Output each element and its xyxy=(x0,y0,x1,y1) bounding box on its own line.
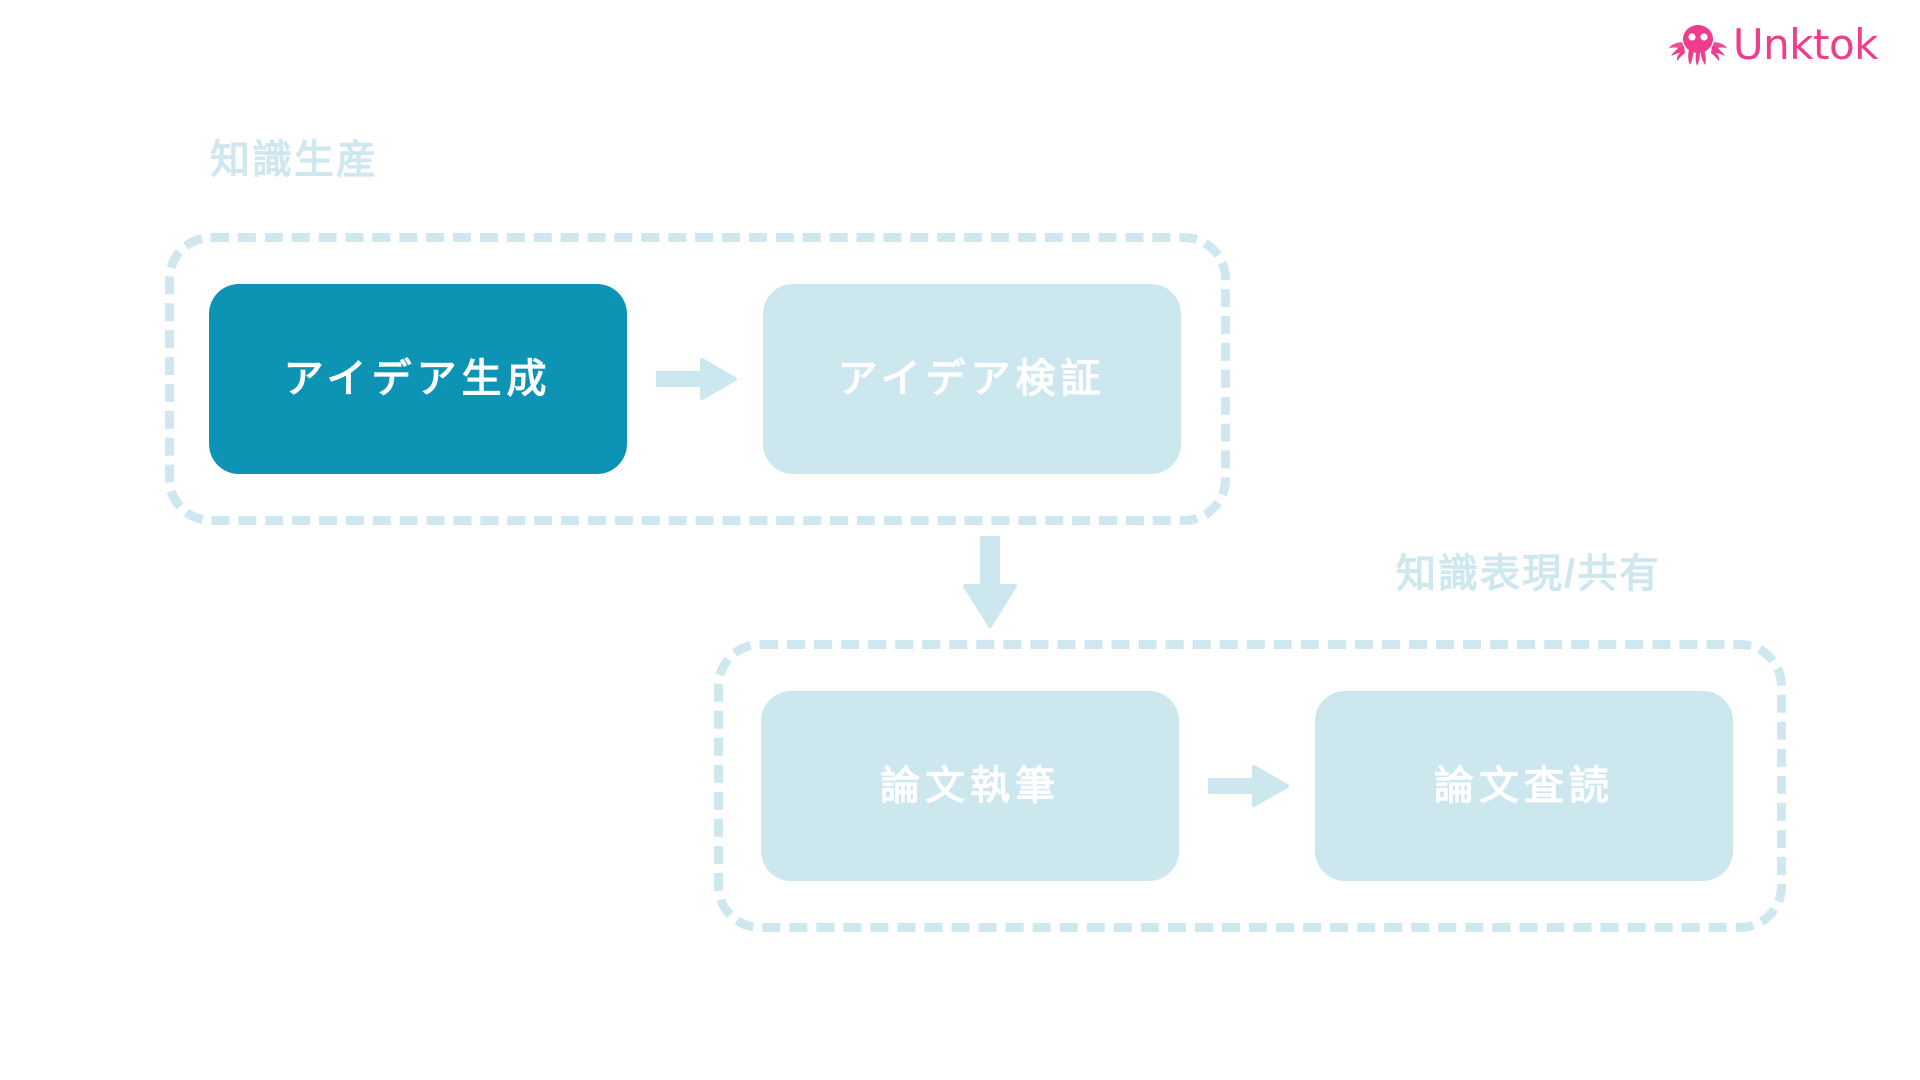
arrow-right-icon-production xyxy=(627,356,767,402)
node-paper-writing[interactable]: 論文執筆 xyxy=(761,691,1179,881)
node-label-idea-validation: アイデア検証 xyxy=(837,357,1106,401)
group-label-knowledge-expression-sharing: 知識表現/共有 xyxy=(1396,552,1662,596)
group-knowledge-expression-sharing: 論文執筆 論文査読 xyxy=(714,640,1786,932)
node-label-paper-writing: 論文執筆 xyxy=(880,764,1060,808)
brand-logo: Unktok xyxy=(1668,20,1879,69)
octopus-mascot-icon xyxy=(1668,22,1727,68)
arrow-down-icon-group-connector xyxy=(958,534,1022,633)
node-label-paper-review: 論文査読 xyxy=(1434,764,1614,808)
brand-name: Unktok xyxy=(1732,20,1879,69)
group-knowledge-production: アイデア生成 アイデア検証 xyxy=(165,233,1230,525)
group-label-knowledge-production: 知識生産 xyxy=(210,138,378,182)
node-idea-generation[interactable]: アイデア生成 xyxy=(208,284,627,474)
node-paper-review[interactable]: 論文査読 xyxy=(1315,691,1733,881)
arrow-right-icon-sharing xyxy=(1179,763,1319,809)
node-label-idea-generation: アイデア生成 xyxy=(283,357,552,401)
node-idea-validation[interactable]: アイデア検証 xyxy=(762,284,1181,474)
